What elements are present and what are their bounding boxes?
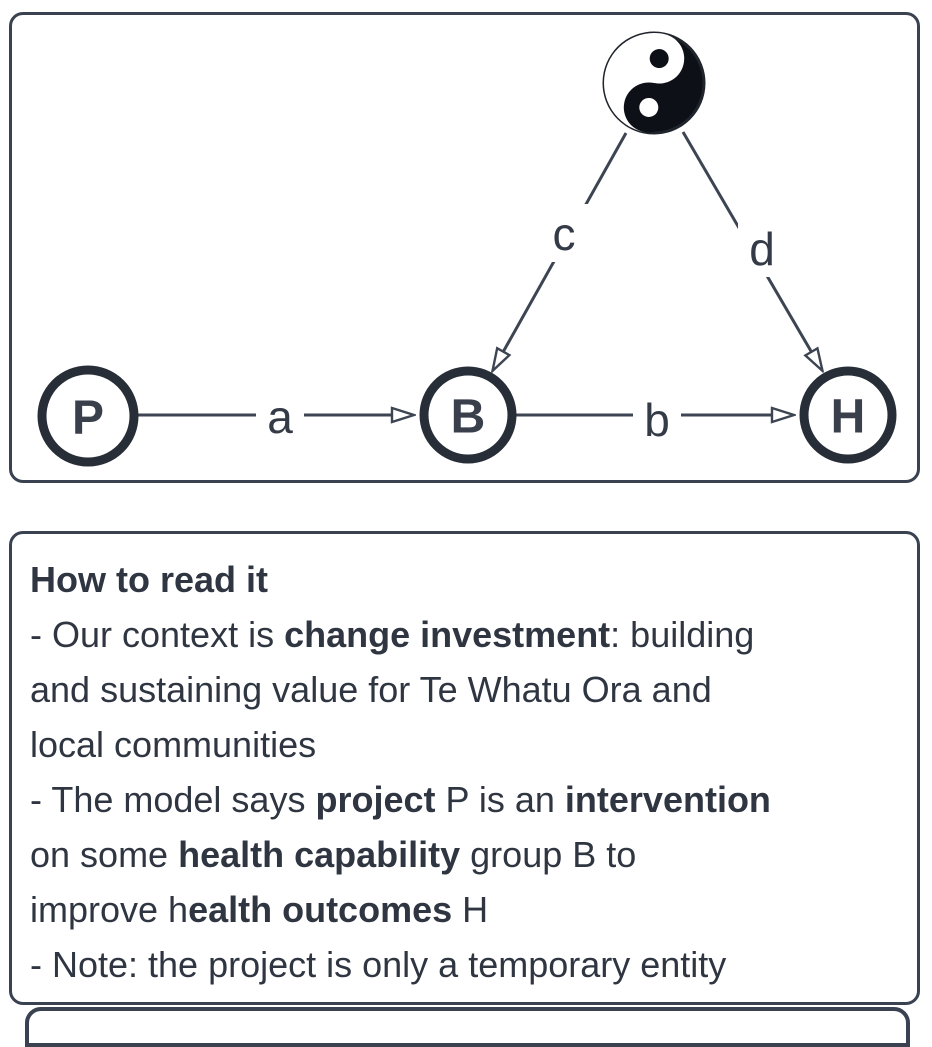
legend-text: : building	[610, 614, 755, 655]
legend-text: group B to	[460, 834, 637, 875]
node-b-label: B	[451, 391, 486, 444]
legend-title: How to read it	[30, 559, 269, 600]
edge-b-label: b	[644, 394, 670, 446]
legend-text-bold: change investment	[284, 614, 611, 655]
edge-d-label-bg	[738, 219, 786, 277]
yin-yang-icon	[602, 31, 706, 135]
legend-text: - Note: the project is only a temporary …	[30, 944, 727, 985]
legend-panel: How to read it - Our context is change i…	[9, 531, 920, 1005]
edge-c-label: c	[553, 208, 576, 260]
edge-a-label: a	[267, 391, 293, 443]
legend-text-bold: ealth outcomes	[188, 889, 453, 930]
edge-d-label: d	[749, 223, 775, 275]
legend-text-bold: health capability	[178, 834, 461, 875]
edge-c-label-bg	[540, 204, 588, 262]
edge-b-label-bg	[633, 390, 681, 446]
legend-text-bold: intervention	[564, 779, 771, 820]
legend-text-bold: project	[315, 779, 436, 820]
legend-text: on some	[30, 834, 179, 875]
node-p-circle	[37, 365, 139, 467]
legend-text: P is an	[435, 779, 565, 820]
diagram-panel: a b c d P B H	[9, 12, 920, 483]
edge-a-label-bg	[256, 387, 304, 443]
node-p-label: P	[72, 392, 104, 445]
legend-text: local communities	[30, 724, 317, 765]
legend-line: and sustaining value for Te Whatu Ora an…	[30, 662, 899, 717]
legend-line: local communities	[30, 717, 899, 772]
legend-line: - Note: the project is only a temporary …	[30, 937, 899, 992]
legend-line: - Our context is change investment: buil…	[30, 607, 899, 662]
node-b-circle	[419, 366, 517, 464]
next-panel-top-edge	[25, 1007, 910, 1047]
causal-diagram: a b c d P B H	[37, 31, 897, 467]
legend-text: - Our context is	[30, 614, 285, 655]
legend-line: - The model says project P is an interve…	[30, 772, 899, 827]
node-h-circle	[799, 366, 897, 464]
legend-line: on some health capability group B to	[30, 827, 899, 882]
node-h-label: H	[831, 391, 866, 444]
legend-line: improve health outcomes H	[30, 882, 899, 937]
legend-text: improve h	[30, 889, 189, 930]
legend-text: and sustaining value for Te Whatu Ora an…	[30, 669, 712, 710]
legend-text: H	[452, 889, 489, 930]
legend-text: - The model says	[30, 779, 316, 820]
